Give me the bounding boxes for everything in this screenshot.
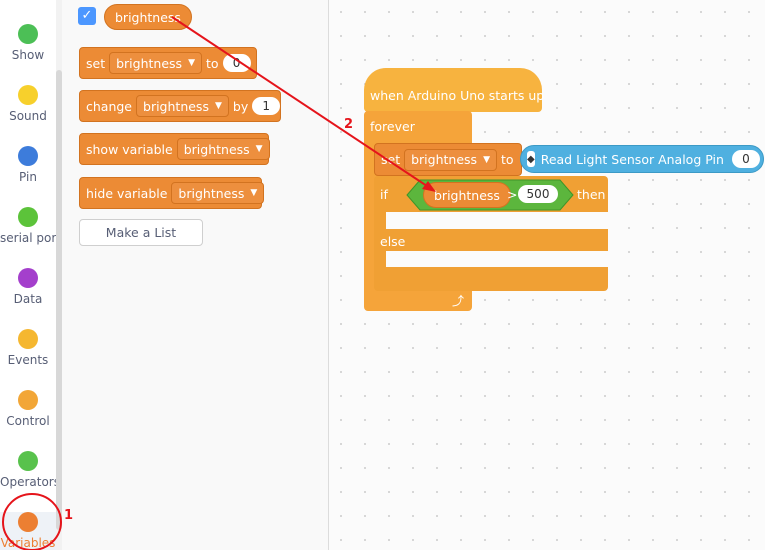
variable-dropdown[interactable]: brightness ▼ xyxy=(176,138,270,160)
block-label: to xyxy=(205,55,219,71)
pin-category-icon xyxy=(18,146,38,166)
pin-input[interactable]: 0 xyxy=(731,150,760,168)
brightness-condition-reporter[interactable]: brightness xyxy=(423,182,511,208)
light-sensor-icon: ◆ xyxy=(527,151,535,167)
then-label: then xyxy=(577,187,606,202)
dropdown-caret-icon: ▼ xyxy=(255,144,263,154)
sidebar-scrollbar-thumb[interactable] xyxy=(56,70,62,530)
category-label: serial port xyxy=(0,231,56,245)
dropdown-value: brightness xyxy=(411,152,478,167)
variable-dropdown[interactable]: brightness ▼ xyxy=(136,95,229,117)
block-label: set xyxy=(381,152,401,167)
variable-dropdown[interactable]: brightness ▼ xyxy=(109,52,202,74)
category-variables[interactable]: Variables xyxy=(0,512,56,550)
data-category-icon xyxy=(18,268,38,288)
dropdown-value: brightness xyxy=(143,98,209,114)
dropdown-caret-icon: ▼ xyxy=(483,154,490,165)
category-label: Events xyxy=(7,353,49,367)
show-variable-block[interactable]: show variable brightness ▼ xyxy=(79,133,270,165)
hat-label: when Arduino Uno starts up xyxy=(370,87,545,103)
block-label: to xyxy=(500,152,514,167)
show-category-icon xyxy=(18,24,38,44)
forever-loop-icon: ⤴ xyxy=(452,294,465,308)
category-sidebar: Show Sound Pin serial port Data Events C… xyxy=(0,0,63,550)
if-else-inner-slot-top xyxy=(386,212,608,229)
control-category-icon xyxy=(18,390,38,410)
button-label: Make a List xyxy=(105,225,177,240)
category-label: Data xyxy=(13,292,43,306)
sound-category-icon xyxy=(18,85,38,105)
serial-port-category-icon xyxy=(18,207,38,227)
when-arduino-starts-hat-block[interactable]: when Arduino Uno starts up xyxy=(364,68,545,112)
annotation-number-2: 2 xyxy=(344,117,354,132)
category-label: Operators xyxy=(0,475,56,489)
change-variable-block[interactable]: change brightness ▼ by 1 xyxy=(79,90,281,122)
variable-visibility-checkbox[interactable]: ✓ xyxy=(78,7,96,25)
variable-dropdown[interactable]: brightness ▼ xyxy=(171,182,265,204)
category-pin[interactable]: Pin xyxy=(0,146,56,184)
dropdown-value: brightness xyxy=(183,141,250,157)
block-label: set xyxy=(86,55,106,71)
value-input[interactable]: 0 xyxy=(222,54,251,72)
category-label: Control xyxy=(6,414,50,428)
category-sound[interactable]: Sound xyxy=(0,85,56,123)
category-label: Show xyxy=(11,48,45,62)
sensor-label: Read Light Sensor Analog Pin xyxy=(540,151,724,167)
block-palette xyxy=(62,0,329,550)
category-label: Pin xyxy=(19,170,37,184)
else-label: else xyxy=(380,234,406,249)
events-category-icon xyxy=(18,329,38,349)
dropdown-caret-icon: ▼ xyxy=(214,101,222,111)
category-data[interactable]: Data xyxy=(0,268,56,306)
dropdown-caret-icon: ▼ xyxy=(250,188,258,198)
reporter-label: brightness xyxy=(434,187,500,203)
if-label: if xyxy=(380,187,388,202)
operator-symbol: > xyxy=(507,187,518,202)
category-serial-port[interactable]: serial port xyxy=(0,207,56,245)
dropdown-value: brightness xyxy=(178,185,245,201)
category-events[interactable]: Events xyxy=(0,329,56,367)
category-operators[interactable]: Operators xyxy=(0,451,56,489)
block-label: hide variable xyxy=(86,185,168,201)
category-control[interactable]: Control xyxy=(0,390,56,428)
forever-label: forever xyxy=(370,119,415,134)
category-label: Variables xyxy=(0,536,56,550)
reporter-label: brightness xyxy=(115,9,181,25)
read-light-sensor-block[interactable]: ◆ Read Light Sensor Analog Pin 0 xyxy=(520,145,764,173)
hide-variable-block[interactable]: hide variable brightness ▼ xyxy=(79,177,265,209)
operators-category-icon xyxy=(18,451,38,471)
comparison-value-input[interactable]: 500 xyxy=(518,185,558,203)
block-label: by xyxy=(232,98,249,114)
block-label: change xyxy=(86,98,133,114)
category-show[interactable]: Show xyxy=(0,24,56,62)
annotation-number-1: 1 xyxy=(64,508,74,523)
dropdown-caret-icon: ▼ xyxy=(188,58,195,68)
variable-dropdown[interactable]: brightness ▼ xyxy=(404,148,497,171)
block-label: show variable xyxy=(86,141,173,157)
value-input[interactable]: 1 xyxy=(252,97,281,115)
dropdown-value: brightness xyxy=(116,55,183,71)
set-brightness-block[interactable]: set brightness ▼ to xyxy=(374,143,522,176)
if-else-inner-slot-bottom xyxy=(386,251,608,267)
variables-category-icon xyxy=(18,512,38,532)
brightness-variable-reporter[interactable]: brightness xyxy=(104,4,192,30)
make-a-list-button[interactable]: Make a List xyxy=(79,219,203,246)
set-variable-block[interactable]: set brightness ▼ to 0 xyxy=(79,47,257,79)
category-label: Sound xyxy=(9,109,47,123)
